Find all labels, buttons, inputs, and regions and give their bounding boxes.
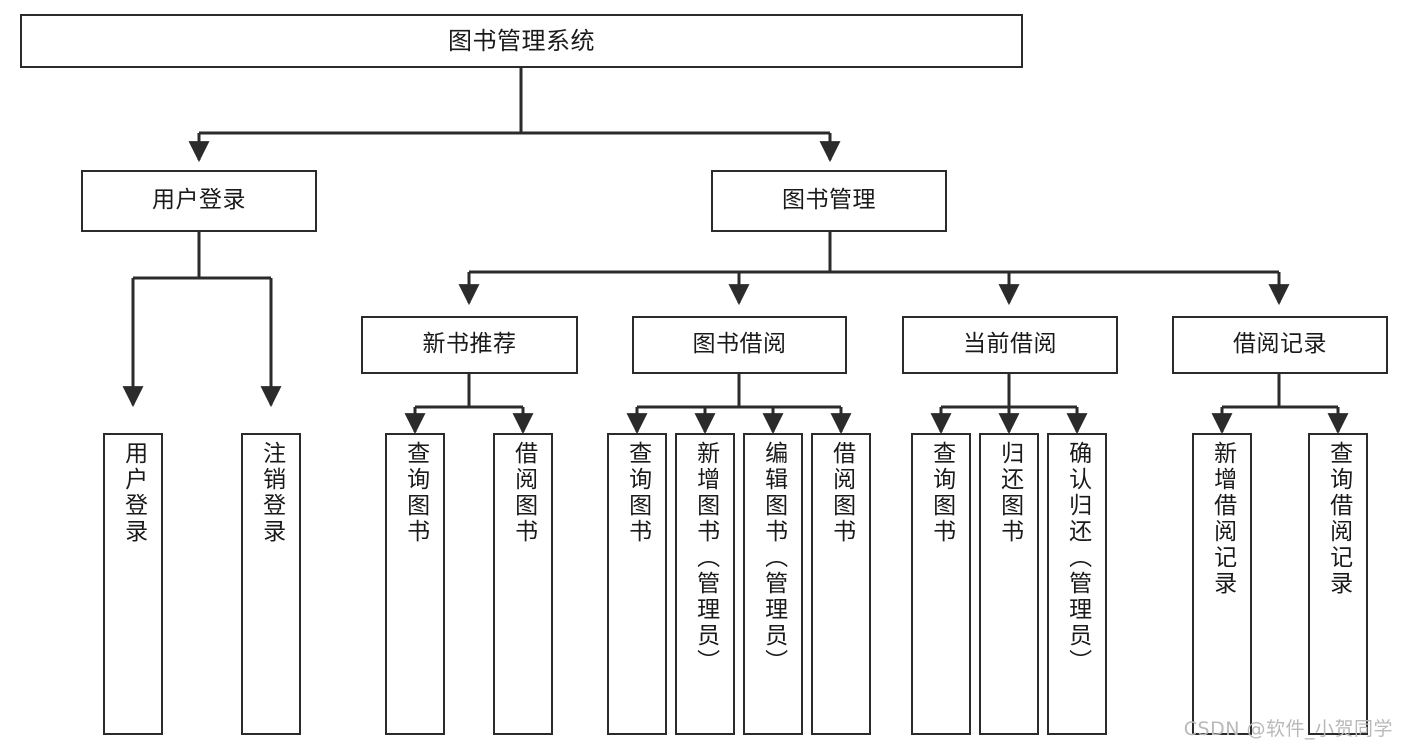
leaf-current-query-book[interactable]: 查询图书 bbox=[911, 433, 971, 735]
leaf-borrow-borrow-book[interactable]: 借阅图书 bbox=[811, 433, 871, 735]
leaf-current-confirm-return-label: 确认归还（管理员） bbox=[1064, 441, 1091, 675]
leaf-new-book-query[interactable]: 查询图书 bbox=[385, 433, 445, 735]
leaf-current-query-book-label: 查询图书 bbox=[928, 441, 955, 545]
node-book-borrow[interactable]: 图书借阅 bbox=[632, 316, 847, 374]
node-user-login-label: 用户登录 bbox=[152, 187, 246, 214]
leaf-new-book-borrow-label: 借阅图书 bbox=[510, 441, 537, 545]
node-borrow-records-label: 借阅记录 bbox=[1233, 331, 1327, 358]
leaf-borrow-borrow-book-label: 借阅图书 bbox=[828, 441, 855, 545]
node-user-login[interactable]: 用户登录 bbox=[81, 170, 317, 232]
leaf-user-login-signout[interactable]: 注销登录 bbox=[241, 433, 301, 735]
node-new-book-recommend-label: 新书推荐 bbox=[422, 331, 517, 358]
node-book-management[interactable]: 图书管理 bbox=[711, 170, 947, 232]
leaf-borrow-edit-book[interactable]: 编辑图书（管理员） bbox=[743, 433, 803, 735]
leaf-borrow-query-book-label: 查询图书 bbox=[624, 441, 651, 545]
leaf-new-book-borrow[interactable]: 借阅图书 bbox=[493, 433, 553, 735]
leaf-records-query-record[interactable]: 查询借阅记录 bbox=[1308, 433, 1368, 735]
leaf-user-login-signout-label: 注销登录 bbox=[258, 441, 285, 545]
leaf-current-confirm-return[interactable]: 确认归还（管理员） bbox=[1047, 433, 1107, 735]
leaf-records-query-record-label: 查询借阅记录 bbox=[1325, 441, 1352, 597]
leaf-borrow-edit-book-label: 编辑图书（管理员） bbox=[760, 441, 787, 675]
leaf-current-return-book[interactable]: 归还图书 bbox=[979, 433, 1039, 735]
leaf-user-login-signin[interactable]: 用户登录 bbox=[103, 433, 163, 735]
leaf-current-return-book-label: 归还图书 bbox=[996, 441, 1023, 545]
leaf-records-add-record[interactable]: 新增借阅记录 bbox=[1192, 433, 1252, 735]
node-current-borrow[interactable]: 当前借阅 bbox=[902, 316, 1118, 374]
leaf-new-book-query-label: 查询图书 bbox=[402, 441, 429, 545]
node-root[interactable]: 图书管理系统 bbox=[20, 14, 1023, 68]
node-current-borrow-label: 当前借阅 bbox=[963, 331, 1057, 358]
node-root-label: 图书管理系统 bbox=[448, 26, 595, 55]
node-new-book-recommend[interactable]: 新书推荐 bbox=[361, 316, 578, 374]
leaf-records-add-record-label: 新增借阅记录 bbox=[1209, 441, 1236, 597]
node-book-borrow-label: 图书借阅 bbox=[692, 331, 787, 358]
node-book-management-label: 图书管理 bbox=[782, 187, 876, 214]
leaf-borrow-add-book[interactable]: 新增图书（管理员） bbox=[675, 433, 735, 735]
leaf-borrow-add-book-label: 新增图书（管理员） bbox=[692, 441, 719, 675]
leaf-user-login-signin-label: 用户登录 bbox=[120, 441, 147, 545]
leaf-borrow-query-book[interactable]: 查询图书 bbox=[607, 433, 667, 735]
node-borrow-records[interactable]: 借阅记录 bbox=[1172, 316, 1388, 374]
